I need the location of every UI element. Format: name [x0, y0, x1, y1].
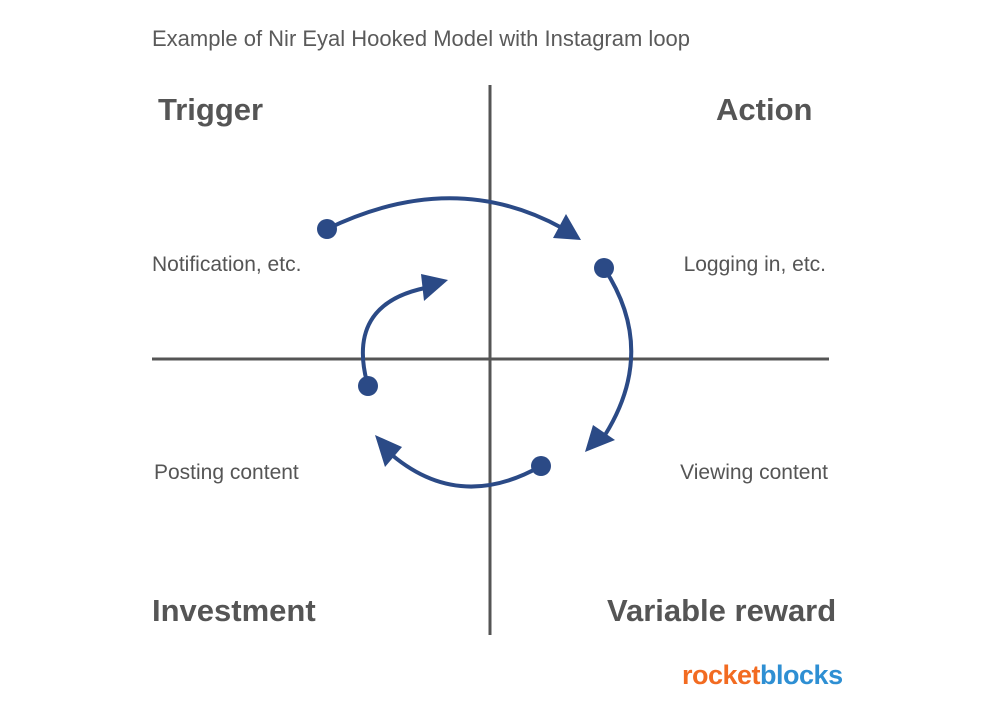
arrow-trigger-to-action [317, 196, 581, 240]
arrow-action-to-reward [585, 258, 634, 452]
example-variable-reward: Viewing content [680, 461, 828, 484]
quadrant-title-investment: Investment [152, 593, 316, 628]
quadrant-title-action: Action [716, 92, 813, 127]
diagram-title: Example of Nir Eyal Hooked Model with In… [152, 26, 691, 51]
rocketblocks-logo: rocketblocks [682, 660, 843, 691]
example-investment: Posting content [154, 461, 299, 484]
quadrant-title-variable-reward: Variable reward [607, 593, 837, 628]
logo-part-blocks: blocks [760, 660, 843, 690]
example-trigger: Notification, etc. [152, 253, 302, 276]
start-dot-reward [531, 456, 551, 476]
example-action: Logging in, etc. [683, 253, 826, 276]
arrow-investment-to-trigger [358, 274, 448, 396]
logo-part-rocket: rocket [682, 660, 761, 690]
arrow-reward-to-investment [375, 435, 551, 489]
start-dot-investment [358, 376, 378, 396]
quadrant-title-trigger: Trigger [158, 92, 264, 127]
start-dot-action [594, 258, 614, 278]
start-dot-trigger [317, 219, 337, 239]
